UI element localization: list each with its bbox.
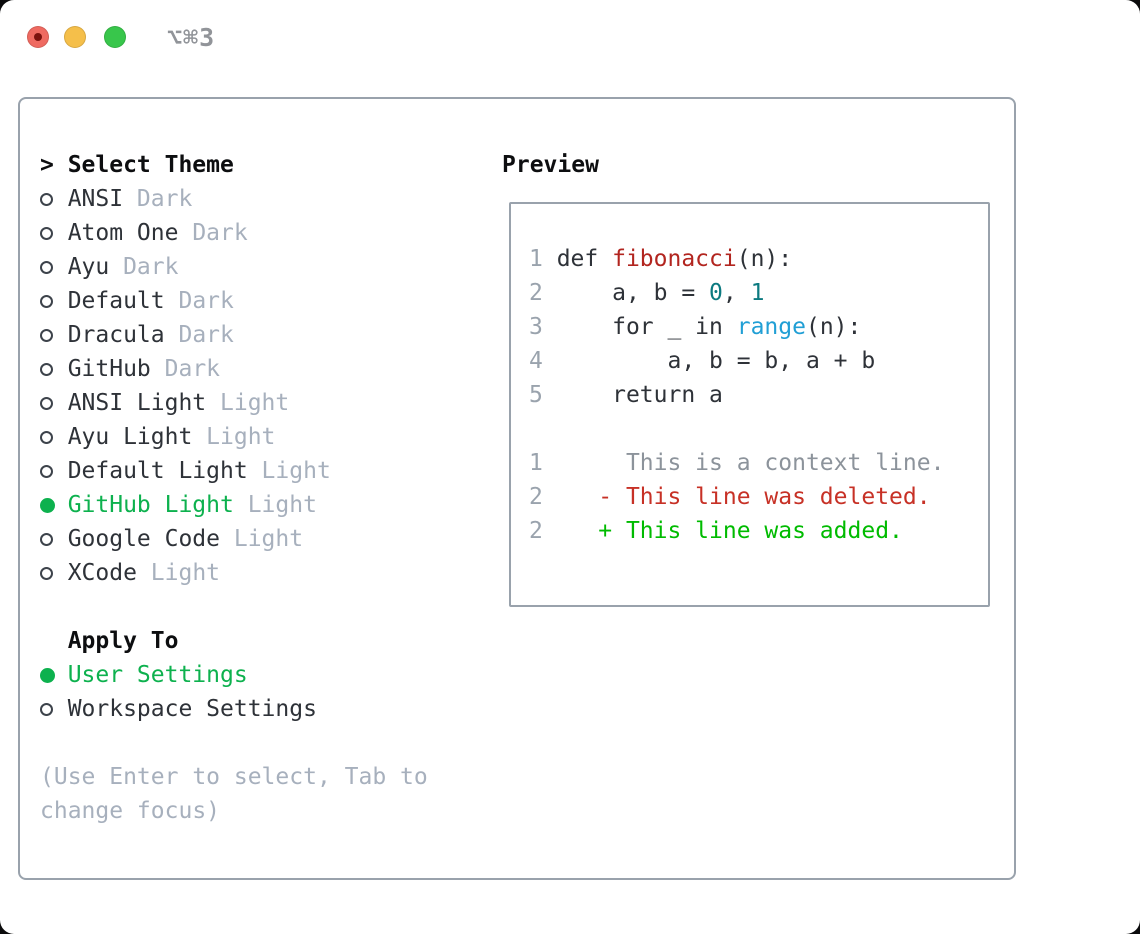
theme-option-label: ANSI [67, 186, 124, 212]
radio-icon [40, 260, 53, 274]
diff-added-line: 2 + This line was added. [529, 518, 903, 544]
theme-variant-label: Light [136, 560, 221, 586]
theme-option-default[interactable]: Default Dark [40, 284, 500, 318]
apply-option-user-settings[interactable]: User Settings [40, 658, 500, 692]
diff-context-line: 1 This is a context line. [529, 450, 945, 476]
theme-variant-label: Dark [164, 322, 234, 348]
window-shortcut-label: ⌥⌘3 [167, 23, 216, 52]
radio-icon [40, 396, 53, 410]
blank-line [529, 412, 988, 446]
theme-option-xcode[interactable]: XCode Light [40, 556, 500, 590]
theme-option-label: GitHub [67, 356, 151, 382]
close-dot-icon [34, 33, 42, 41]
theme-option-label: Default Light [67, 458, 248, 484]
code-line-2: 2 a, b = 0, 1 [529, 280, 765, 306]
apply-option-label: User Settings [67, 662, 248, 688]
theme-option-github[interactable]: GitHub Dark [40, 352, 500, 386]
radio-icon [40, 532, 53, 546]
theme-option-label: GitHub Light [67, 492, 234, 518]
diff-deleted-line: 2 - This line was deleted. [529, 484, 931, 510]
theme-option-label: Ayu [67, 254, 110, 280]
spacer-row [40, 726, 500, 760]
hint-line-1: (Use Enter to select, Tab to [40, 760, 500, 794]
preview-box: 1 def fibonacci(n): 2 a, b = 0, 1 3 for _ … [509, 202, 990, 607]
preview-heading: Preview [502, 152, 599, 178]
hint-line-2: change focus) [40, 794, 500, 828]
theme-variant-label: Light [192, 424, 276, 450]
code-line-1: 1 def fibonacci(n): [529, 246, 793, 272]
theme-variant-label: Dark [164, 288, 234, 314]
code-line-3: 3 for _ in range(n): [529, 314, 862, 340]
theme-variant-label: Light [206, 390, 290, 416]
code-line-4: 4 a, b = b, a + b [529, 348, 876, 374]
theme-option-github-light[interactable]: GitHub Light Light [40, 488, 500, 522]
radio-icon [40, 362, 53, 376]
radio-icon [40, 430, 53, 444]
theme-option-ansi-light[interactable]: ANSI Light Light [40, 386, 500, 420]
theme-option-label: Atom One [67, 220, 179, 246]
radio-icon [40, 464, 53, 478]
radio-icon [40, 566, 53, 580]
apply-option-label: Workspace Settings [67, 696, 317, 722]
theme-option-ayu[interactable]: Ayu Dark [40, 250, 500, 284]
spacer-row [40, 590, 500, 624]
theme-option-default-light[interactable]: Default Light Light [40, 454, 500, 488]
apply-to-header: Apply To [40, 624, 500, 658]
radio-icon [40, 226, 53, 240]
radio-icon [40, 294, 53, 308]
focus-arrow-icon: > [40, 152, 54, 178]
theme-option-google-code[interactable]: Google Code Light [40, 522, 500, 556]
radio-icon [40, 192, 53, 206]
theme-option-dracula[interactable]: Dracula Dark [40, 318, 500, 352]
theme-option-ayu-light[interactable]: Ayu Light Light [40, 420, 500, 454]
radio-icon [40, 328, 53, 342]
radio-icon [40, 702, 53, 716]
theme-option-label: Default [67, 288, 165, 314]
close-button[interactable] [27, 26, 49, 48]
theme-list-header-label: Select Theme [67, 152, 234, 178]
hint-text: (Use Enter to select, Tab to [40, 764, 428, 790]
hint-text: change focus) [40, 798, 221, 824]
theme-option-label: ANSI Light [67, 390, 207, 416]
theme-variant-label: Light [233, 492, 317, 518]
radio-selected-icon [40, 497, 55, 513]
theme-variant-label: Dark [150, 356, 221, 382]
theme-option-label: Ayu Light [67, 424, 193, 450]
theme-option-ansi[interactable]: ANSI Dark [40, 182, 500, 216]
theme-variant-label: Dark [109, 254, 179, 280]
theme-option-label: Google Code [67, 526, 221, 552]
theme-option-atom-one[interactable]: Atom One Dark [40, 216, 500, 250]
radio-selected-icon [40, 667, 55, 683]
minimize-button[interactable] [64, 26, 86, 48]
theme-option-label: XCode [67, 560, 137, 586]
zoom-button[interactable] [104, 26, 126, 48]
theme-variant-label: Light [247, 458, 331, 484]
theme-option-label: Dracula [67, 322, 165, 348]
code-line-5: 5 return a [529, 382, 723, 408]
preview-lines: 1 def fibonacci(n): 2 a, b = 0, 1 3 for _ … [511, 204, 988, 548]
theme-list-header: > Select Theme [40, 148, 500, 182]
theme-variant-label: Dark [123, 186, 193, 212]
apply-to-header-label: Apply To [67, 628, 179, 654]
apply-option-workspace-settings[interactable]: Workspace Settings [40, 692, 500, 726]
theme-variant-label: Dark [178, 220, 248, 246]
theme-variant-label: Light [220, 526, 304, 552]
